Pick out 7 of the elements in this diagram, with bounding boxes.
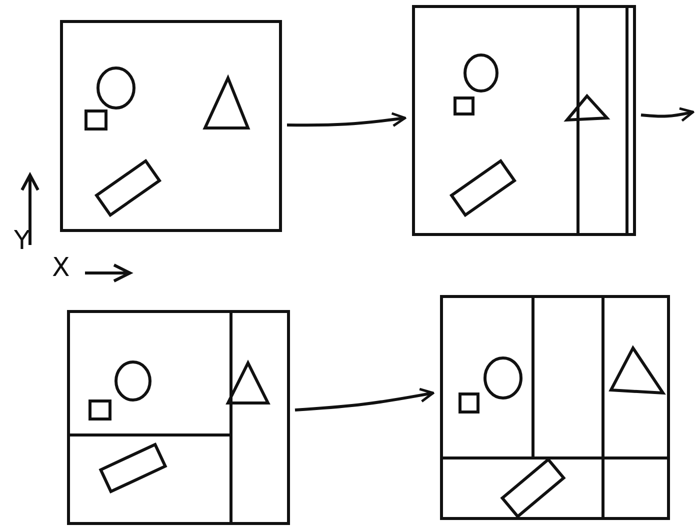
axis-label: X [52,255,70,281]
arrow [640,107,694,122]
frame-box [60,20,282,232]
arrow [286,112,406,128]
frame-box [412,5,636,236]
arrow [294,388,434,412]
axis-label: Y [14,228,30,254]
